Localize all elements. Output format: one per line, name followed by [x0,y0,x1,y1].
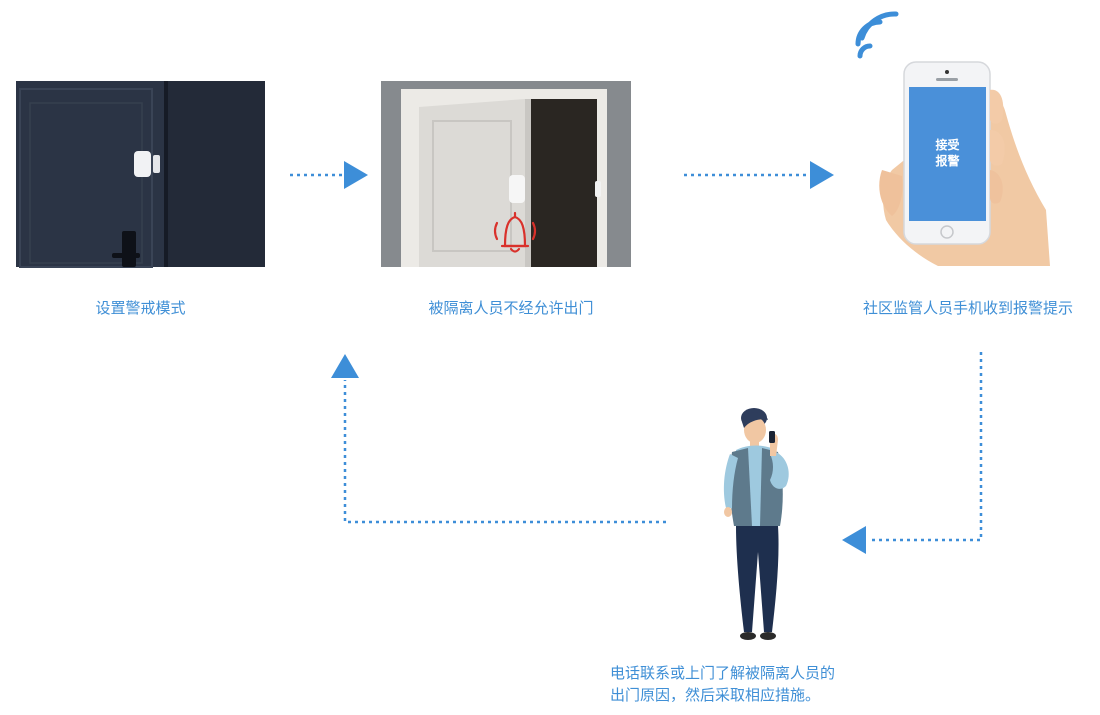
door-lock [122,231,136,267]
step2-label: 被隔离人员不经允许出门 [428,299,594,317]
step3-label: 社区监管人员手机收到报警提示 [862,299,1073,317]
phone-in-hand [769,431,775,443]
step4-label-line2: 出门原因，然后采取相应措施。 [610,686,821,704]
alarm-bell-icon [493,211,537,253]
wifi-signal-icon [855,11,899,59]
step1-label: 设置警戒模式 [95,299,186,317]
arrow-step4-to-step2 [331,354,666,524]
phone-alert-text: 接受 报警 [909,137,986,169]
arrow-step2-to-step3 [684,161,834,189]
phone-alert-line2: 报警 [935,154,960,168]
home-button [940,225,954,239]
phone-alert-line1: 接受 [935,138,960,152]
arrow-step1-to-step2 [290,161,368,189]
open-door-image [381,81,631,267]
phone-screen [909,87,986,221]
step4-label: 电话联系或上门了解被隔离人员的 出门原因，然后采取相应措施。 [610,662,890,706]
step4-label-line1: 电话联系或上门了解被隔离人员的 [610,664,836,682]
closed-door-image [16,81,265,268]
arrow-step3-to-step4 [842,352,983,554]
door-sensor [134,151,151,177]
person-on-phone [723,408,789,640]
hand-holding-phone [879,61,1050,266]
door-sensor [509,175,525,203]
